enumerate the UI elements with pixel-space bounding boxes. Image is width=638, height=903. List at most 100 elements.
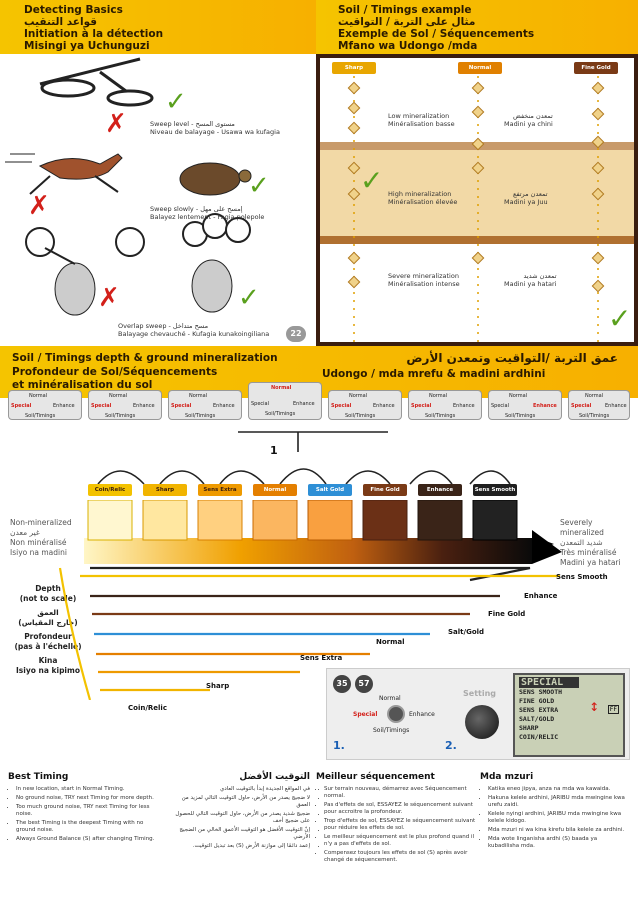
high-mineral-label: High mineralization Minéralisation élevé… <box>388 190 457 206</box>
dial-special: Special <box>171 403 192 409</box>
overlap-sweep-bad-icon <box>25 227 145 316</box>
mineralization-gradient <box>84 500 562 564</box>
check-icon: ✓ <box>248 171 270 201</box>
sweep-slowly-caption: Sweep slowly - إمسح على مهل Balayez lent… <box>150 205 264 221</box>
cross-icon: ✗ <box>105 109 127 139</box>
non-min-ar: غير معدن <box>10 528 40 537</box>
list-item: Pas d'effets de sol, ESSAYEZ le séquence… <box>324 802 476 816</box>
step-label-1: 1. <box>333 739 345 752</box>
depth-ar-2: (خارج المقياس) <box>18 618 78 627</box>
list-item: The best Timing is the deepest Timing wi… <box>16 820 158 834</box>
list-item: Katika eneo jipya, anza na mda wa kawaid… <box>488 786 630 793</box>
curve-label-normal: Normal <box>376 638 405 646</box>
best-timing-ar: التوقيت الأفضل في المواقع الجديدة إبدأ ب… <box>160 772 310 852</box>
dial-special: Special <box>331 403 352 409</box>
sev-min-fr: Très minéralisé <box>560 548 617 557</box>
curve-label-sens-extra: Sens Extra <box>300 654 343 662</box>
list-item: Mda wote linganisha ardhi (S) baada ya k… <box>488 836 630 850</box>
lcd-item: SHARP <box>519 724 539 732</box>
dial-enhance: Enhance <box>293 401 315 407</box>
dial-normal: Normal <box>109 393 128 399</box>
target-diamond-icons <box>347 81 605 293</box>
header-title-en: Detecting Basics <box>24 4 123 16</box>
list-item: Kelele nyingi ardhini, JARIBU mda mwingi… <box>488 811 630 825</box>
list-item: ضجيج شديد يصدر من الأرض، حاول التوقيت ال… <box>168 811 310 825</box>
dial-special: Special <box>91 403 112 409</box>
col-sharp-label: Sharp <box>332 62 376 74</box>
timing-chip: Normal <box>253 484 297 496</box>
timing-chip: Sens Extra <box>198 484 242 496</box>
low-mineral-label-ar: تمعدن منخفض Madini ya chini <box>504 112 553 128</box>
best-title-sw: Mda mzuri <box>480 772 534 782</box>
detector-angled-icon <box>39 57 154 107</box>
high-line2: Minéralisation élevée <box>388 198 458 206</box>
dial-normal: Normal <box>189 393 208 399</box>
non-min-en: Non-mineralized <box>10 518 72 527</box>
cross-icon: ✗ <box>28 191 50 221</box>
depth-en-1: Depth <box>35 584 61 593</box>
sweep-slowly-line1: Sweep slowly - إمسح على مهل <box>150 205 243 213</box>
dial-special: Special <box>571 403 592 409</box>
detecting-basics-illustration: ✗ ✓ ✗ ✓ ✗ ✓ <box>5 57 270 316</box>
sweep-level-line1: Sweep level - مستوى المسح <box>150 120 235 128</box>
list-item: Sur terrain nouveau, démarrez avec Séque… <box>324 786 476 800</box>
best-timing-fr: Meilleur séquencement Sur terrain nouvea… <box>316 772 476 866</box>
lcd-arrows-icon: ↕ <box>589 696 599 715</box>
svg-text:✓: ✓ <box>165 87 187 117</box>
dial-special: Special <box>251 401 270 407</box>
curve-label-enhance: Enhance <box>524 592 558 600</box>
list-item: Compensez toujours les effets de sol (S)… <box>324 850 476 864</box>
depth-fr-2: (pas à l'échelle) <box>14 642 82 651</box>
dial-normal: Normal <box>29 393 48 399</box>
best-title-ar: التوقيت الأفضل <box>239 772 310 782</box>
timing-connector-arrows: 1 <box>97 431 511 485</box>
dial-enhance: Enhance <box>453 403 475 409</box>
soil-example-strip: Sharp Normal Fine Gold Low mineralizatio… <box>316 58 638 342</box>
non-min-fr: Non minéralisé <box>10 538 67 547</box>
overlap-line1: Overlap sweep - مسح متداخل <box>118 322 209 330</box>
curve-label-fine-gold: Fine Gold <box>488 610 526 618</box>
high-mineral-label-ar: تمعدن مرتفع Madini ya Juu <box>504 190 548 206</box>
step-dial-special: Special <box>353 711 378 718</box>
setting-knob-icon[interactable] <box>465 705 499 739</box>
soil-example-targets: ✓ ✓ <box>347 76 631 342</box>
severe-sw: Madini ya hatari <box>504 280 557 288</box>
sweep-level-caption: Sweep level - مستوى المسح Niveau de bala… <box>150 120 280 136</box>
check-icon: ✓ <box>360 164 383 197</box>
best-timing-en: Best Timing In new location, start in No… <box>8 772 158 845</box>
dial-enhance: Enhance <box>605 403 627 409</box>
best-list-sw: Katika eneo jipya, anza na mda wa kawaid… <box>480 786 630 850</box>
list-item: في المواقع الجديدة إبدأ بالتوقيت العادي <box>168 786 310 793</box>
steps-panel: 35 57 Normal Special Enhance Soil/Timing… <box>326 668 630 760</box>
severely-mineralized-label: Severely mineralized شديد التمعدن Très m… <box>560 518 638 568</box>
detecting-basics-header: Detecting Basics قواعد التنقيب Initiatio… <box>0 0 316 54</box>
timing-boxes <box>87 500 518 541</box>
step-dial-normal: Normal <box>379 695 401 702</box>
sev-min-en: Severely mineralized <box>560 518 604 537</box>
sev-min-sw: Madini ya hatari <box>560 558 621 567</box>
dial-soil: Soil/Timings <box>265 411 296 417</box>
severe-ar: تمعدن شديد <box>523 272 557 280</box>
lcd-item: SENS EXTRA <box>519 706 559 714</box>
depth-sw-1: Kina <box>38 656 58 665</box>
sweep-level-line2: Niveau de balayage - Usawa wa kufagia <box>150 128 280 136</box>
list-item: Too much ground noise, TRY next Timing f… <box>16 804 158 818</box>
low-mineral-label: Low mineralization Minéralisation basse <box>388 112 455 128</box>
depth-title-sw: Udongo / mda mrefu & madini ardhini <box>322 368 546 380</box>
turtle-icon <box>179 162 252 196</box>
severe-mineral-label: Severe mineralization Minéralisation int… <box>388 272 460 288</box>
low-line2: Minéralisation basse <box>388 120 455 128</box>
header-title-fr: Initiation à la détection <box>24 28 164 40</box>
list-item: Mda mzuri ni wa kina kirefu bila kelele … <box>488 827 630 834</box>
best-list-fr: Sur terrain nouveau, démarrez avec Séque… <box>316 786 476 864</box>
timing-chip: Enhance <box>418 484 462 496</box>
dial-special: Special <box>411 403 432 409</box>
lcd-item: COIN/RELIC <box>519 733 559 741</box>
header-title-sw: Misingi ya Uchunguzi <box>24 40 150 52</box>
dial-enhance: Enhance <box>133 403 155 409</box>
step-knob-icon[interactable] <box>387 705 405 723</box>
non-mineralized-label: Non-mineralized غير معدن Non minéralisé … <box>10 518 72 558</box>
